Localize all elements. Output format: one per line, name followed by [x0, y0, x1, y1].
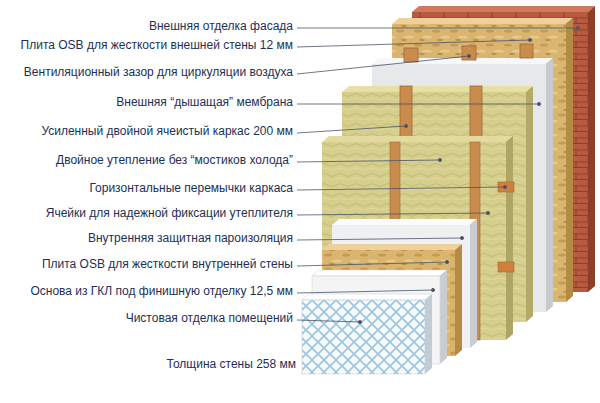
leader-lines	[297, 26, 580, 323]
thickness-label: Толщина стены 258 мм	[167, 357, 297, 372]
osb-label: Плита OSB для жесткости внешней стены 12…	[21, 38, 293, 53]
osb-label: Плита OSB для жесткости внутренней стены	[42, 257, 293, 272]
gypsum-label: Основа из ГКЛ под финишную отделку 12,5 …	[30, 284, 293, 299]
cells-label: Ячейки для надежной фиксации утеплителя	[46, 206, 293, 221]
finish-label: Чистовая отделка помещений	[126, 311, 293, 326]
crossbar-label: Горизонтальные перемычки каркаса	[89, 181, 293, 196]
frame-label: Усиленный двойной ячеистый каркас 200 мм	[41, 124, 293, 139]
vapour-label: Внутренняя защитная пароизоляция	[88, 231, 293, 246]
insulation-label: Двойное утепление без “мостиков холода”	[56, 153, 293, 168]
facade-label: Внешняя отделка фасада	[149, 19, 293, 34]
membrane-label: Внешняя “дышащая” мембрана	[116, 95, 293, 110]
gap-label: Вентиляционный зазор для циркуляции возд…	[24, 65, 293, 80]
